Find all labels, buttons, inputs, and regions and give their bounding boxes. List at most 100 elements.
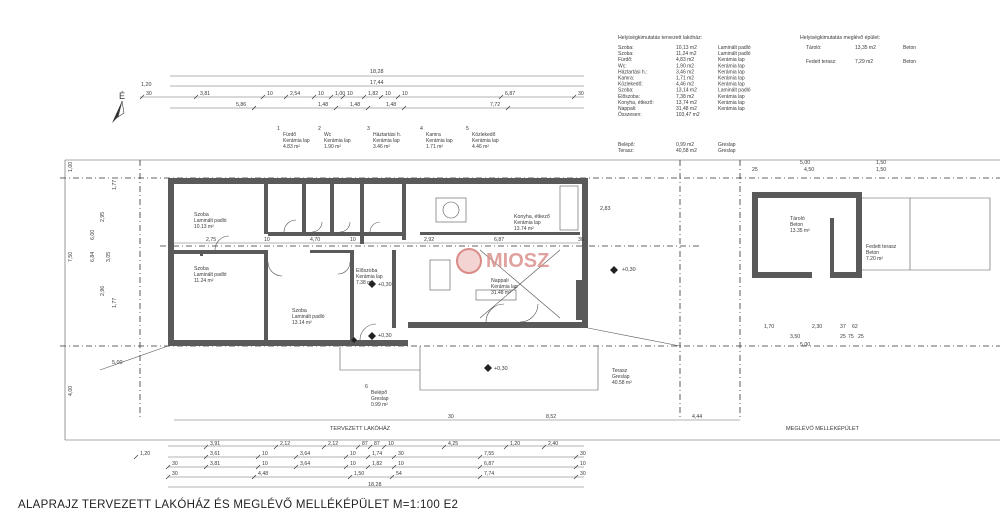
schedule-row-area: 10,13 m2 [676,45,697,51]
dim-tick [293,464,299,470]
level-marker-2: +0,30 [378,282,392,288]
callout-number: 1 [277,126,280,132]
schedule-row-finish: Laminált padló [718,51,751,57]
dim-tick [365,105,371,111]
schedule-row-name: Wc: [618,63,627,69]
dim-tick [477,474,483,480]
dim-bottom-value: 1,50 [354,471,364,477]
dim-tick [343,464,349,470]
dim-top-value: 6,87 [505,91,515,97]
schedule-row-finish: Kerámia lap [718,69,745,75]
dim-bottom-value: 1,20 [140,451,150,457]
dim-bottom-value: 2,12 [280,441,290,447]
room-finish: Greslap [612,374,630,380]
room-name: Belépő [371,390,387,396]
dim-bottom-value: 10 [350,461,356,467]
schedule-row-finish: Kerámia lap [718,63,745,69]
dim-tick [255,454,261,460]
dim-tick [260,94,266,100]
dim-tick [165,464,171,470]
schedule-row-name: Előszoba: [618,94,640,100]
dim-tick [193,94,199,100]
dim-tick [273,444,279,450]
dim-tick [328,94,334,100]
callout-area: 3.46 m² [373,144,390,150]
room-name: Terasz [612,368,628,374]
dim-bottom-value: 10 [350,451,356,457]
dim-mid-value: 4,70 [310,237,320,243]
level-markers: +0,30 +0,30 +0,30 +0,30 [351,266,636,372]
dim-bottom-value: 3,81 [210,461,220,467]
schedule-row-area: 3,46 m2 [676,69,694,75]
schedule-row-name: Háztartási h.: [618,69,647,75]
dim-top-value: 10 [385,91,391,97]
room-area: 7.38 m² [356,280,373,286]
dim-bottom-value: 7,55 [484,451,494,457]
schedule-existing-area: 7,29 m2 [855,59,873,65]
dim-bottom-value: 54 [396,471,402,477]
dim-tick [541,444,547,450]
dim-tick [311,94,317,100]
dim-top-value: 2,54 [290,91,300,97]
dim-tick [505,105,511,111]
room-finish: Greslap [371,396,389,402]
north-arrow-icon [112,101,122,123]
dim-bottom-value: 10 [580,461,586,467]
dim-left-value: 4,00 [68,386,74,396]
dim-mid-value: 10 [350,237,356,243]
dim-top-value: 1,00 [335,91,345,97]
room-area: 0.99 m² [371,402,388,408]
schedule-extra-finish: Greslap [718,148,736,154]
dim-left-value: 6,00 [90,230,96,240]
dim-tick [477,464,483,470]
room-name: Konyha, étkező [514,214,550,220]
dim-tick [389,474,395,480]
schedule-row-area: 31,48 m2 [676,106,697,112]
callout-number: 3 [367,126,370,132]
room-finish: Laminált padló [194,272,227,278]
dim-left-value: 2,96 [100,286,106,296]
callout-finish: Kerámia lap [472,138,499,144]
dim-bottom-value: 10 [262,451,268,457]
dim-tick [333,105,339,111]
dim-tick [477,454,483,460]
callout-name: Fürdő [283,132,296,138]
dim-bottom-value: 30 [172,471,178,477]
dim-lower-value: 30 [448,414,454,420]
schedule-row-area: 11,24 m2 [676,51,697,57]
schedule-row-finish: Kerámia lap [718,76,745,82]
room-name: Előszoba [356,268,377,274]
callout-area: 1.90 m² [324,144,341,150]
label-house: TERVEZETT LAKÓHÁZ [330,425,391,432]
dim-mid-value: 10 [264,237,270,243]
callout-finish: Kerámia lap [373,138,400,144]
schedule-existing-name: Fedett terasz: [806,59,837,65]
room-name: Fedett terasz [866,244,897,250]
schedule-row-name: Szoba: [618,88,634,94]
north-label: É [119,91,125,101]
dim-tick [573,464,579,470]
dim-right-top-value: 5,00 [800,160,810,166]
callout-name: Kamra [426,132,441,138]
dim-tick [321,444,327,450]
dim-right-top-value: 25 [752,167,758,173]
dim-bottom-value: 4,48 [258,471,268,477]
dim-tick [361,94,367,100]
schedule-existing-heading: Helyiségkimutatás meglévő épület: [800,35,880,41]
dim-tick [391,464,397,470]
callout-area: 4.83 m² [283,144,300,150]
furniture [429,185,579,319]
dim-tick [133,454,139,460]
dim-bottom-value: 30 [580,471,586,477]
dim-bottom-value: 3,91 [210,441,220,447]
schedule-house-heading: Helyiségkimutatás tervezett lakóház: [618,35,702,41]
callout-finish: Kerámia lap [324,138,351,144]
level-marker-1: +0,30 [622,267,636,273]
dim-tick [378,94,384,100]
dim-bottom-value: 4,25 [448,441,458,447]
dim-bottom-value: 10 [398,461,404,467]
dim-tick [347,474,353,480]
schedule-extra-area: 0,99 m2 [676,142,694,148]
dim-top-value: 1,82 [368,91,378,97]
